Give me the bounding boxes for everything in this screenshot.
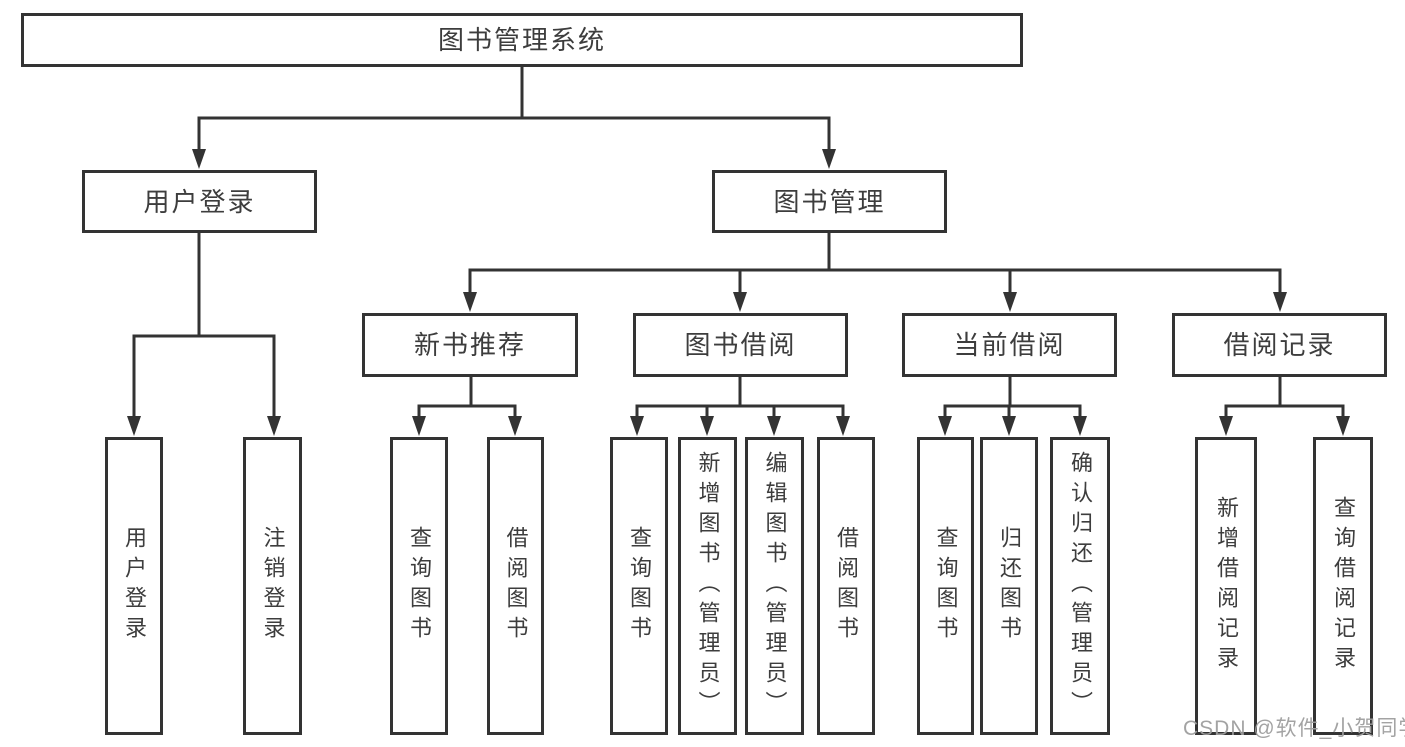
node-book-borrow: 图书借阅 (633, 313, 848, 377)
edges-book-mgmt-to-level3 (463, 233, 1287, 312)
edges-current-borrow-children (938, 377, 1087, 436)
node-label: 注销登录 (260, 526, 286, 646)
edges-user-login-children (127, 233, 281, 436)
node-borrow-record: 借阅记录 (1172, 313, 1387, 377)
arrowhead-icon (192, 149, 206, 169)
arrowhead-icon (412, 416, 426, 436)
node-label: 查询图书 (933, 526, 959, 646)
leaf-query-book-2: 查询图书 (610, 437, 668, 735)
arrowhead-icon (1273, 292, 1287, 312)
node-label: 编辑图书（管理员） (762, 451, 788, 721)
arrowhead-icon (938, 416, 952, 436)
leaf-query-book-1: 查询图书 (390, 437, 448, 735)
node-current-borrow: 当前借阅 (902, 313, 1117, 377)
leaf-add-book-admin: 新增图书（管理员） (678, 437, 737, 735)
arrowhead-icon (127, 416, 141, 436)
node-label: 查询图书 (407, 526, 432, 646)
edges-book-borrow-children (630, 377, 850, 436)
arrowhead-icon (822, 149, 836, 169)
node-label: 归还图书 (997, 526, 1022, 646)
edges-borrow-record-children (1219, 377, 1350, 436)
arrowhead-icon (1073, 416, 1087, 436)
leaf-user-login: 用户登录 (105, 437, 163, 735)
node-label: 当前借阅 (953, 330, 1066, 360)
node-label: 借阅记录 (1223, 330, 1336, 360)
arrowhead-icon (463, 292, 477, 312)
arrowhead-icon (267, 416, 281, 436)
node-new-book-recommend: 新书推荐 (362, 313, 578, 377)
arrowhead-icon (767, 416, 781, 436)
node-label: 新增借阅记录 (1214, 496, 1239, 676)
edges-root-to-level2 (192, 66, 836, 169)
leaf-add-borrow-record: 新增借阅记录 (1195, 437, 1257, 735)
node-label: 用户登录 (143, 186, 256, 217)
node-user-login-module: 用户登录 (82, 170, 317, 233)
arrowhead-icon (700, 416, 714, 436)
node-label: 新增图书（管理员） (695, 451, 721, 721)
arrowhead-icon (733, 292, 747, 312)
node-label: 确认归还（管理员） (1068, 451, 1093, 721)
node-label: 新书推荐 (413, 330, 526, 360)
node-root-system: 图书管理系统 (21, 13, 1023, 67)
leaf-borrow-book-1: 借阅图书 (487, 437, 544, 735)
node-book-management: 图书管理 (712, 170, 947, 233)
node-label: 图书借阅 (684, 330, 797, 360)
node-label: 查询图书 (627, 526, 652, 646)
node-label: 查询借阅记录 (1331, 496, 1356, 676)
arrowhead-icon (1336, 416, 1350, 436)
leaf-borrow-book-2: 借阅图书 (817, 437, 875, 735)
node-label: 借阅图书 (834, 526, 859, 646)
arrowhead-icon (836, 416, 850, 436)
arrowhead-icon (1219, 416, 1233, 436)
node-label: 图书管理 (773, 186, 886, 217)
arrowhead-icon (630, 416, 644, 436)
leaf-edit-book-admin: 编辑图书（管理员） (745, 437, 804, 735)
node-label: 借阅图书 (503, 526, 529, 646)
node-label: 图书管理系统 (437, 25, 606, 55)
node-label: 用户登录 (122, 526, 147, 646)
leaf-query-borrow-record: 查询借阅记录 (1313, 437, 1373, 735)
leaf-return-book: 归还图书 (980, 437, 1038, 735)
arrowhead-icon (1003, 292, 1017, 312)
csdn-watermark: CSDN @软件_小贺同学 (1183, 717, 1405, 740)
arrowhead-icon (508, 416, 522, 436)
arrowhead-icon (1002, 416, 1016, 436)
leaf-query-book-3: 查询图书 (917, 437, 974, 735)
leaf-logout: 注销登录 (243, 437, 302, 735)
leaf-confirm-return-admin: 确认归还（管理员） (1050, 437, 1110, 735)
edges-new-book-children (412, 377, 522, 436)
